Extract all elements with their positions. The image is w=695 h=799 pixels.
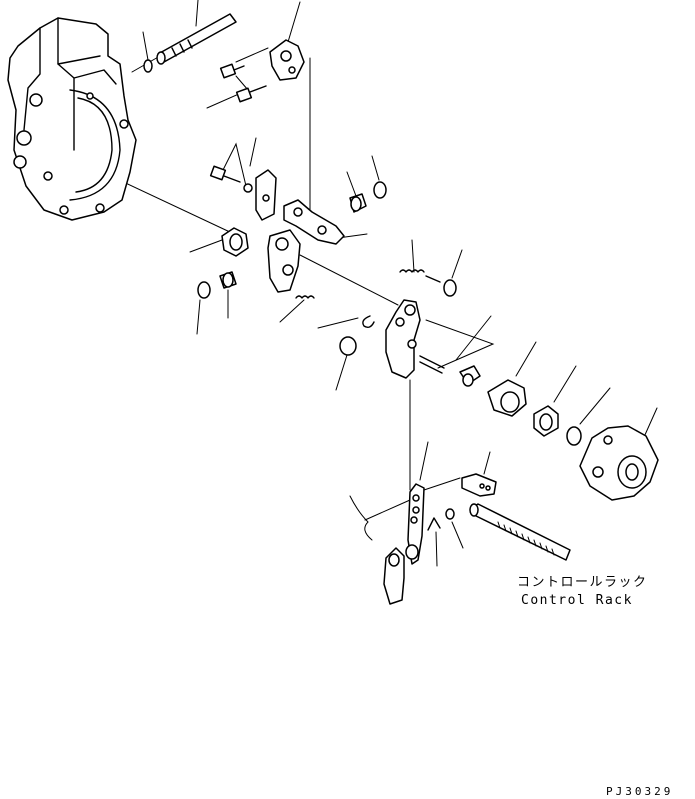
collar: [349, 193, 367, 213]
hex-nut: [533, 405, 559, 437]
pin: [419, 355, 445, 374]
bolt-upper: [219, 63, 245, 79]
washer-middle: [243, 183, 253, 193]
collar-lower-left: [219, 271, 237, 289]
washer: [373, 181, 387, 199]
top-bracket: [269, 39, 305, 81]
leader-lines: [142, 0, 658, 567]
spring-upper-right: [399, 269, 441, 283]
pivot-shaft: [156, 13, 237, 65]
drawing-code: PJ30329: [606, 785, 673, 798]
washer-center-left: [339, 336, 357, 356]
washer-right: [566, 426, 582, 446]
lever-arm: [283, 199, 345, 245]
control-rack-label-jp: コントロールラック: [517, 575, 648, 590]
link: [461, 473, 497, 497]
flyweight-holder: [579, 425, 659, 501]
washer-lower-left: [197, 281, 211, 299]
spring: [295, 295, 315, 299]
washer-small: [445, 508, 455, 520]
bolt-lower: [235, 85, 267, 103]
sleeve: [487, 379, 527, 417]
control-rack-label-en: Control Rack: [521, 593, 633, 608]
link-lever: [407, 483, 425, 565]
bolt-middle: [209, 165, 241, 183]
governor-housing: [7, 17, 137, 221]
spring-clip: [427, 517, 441, 531]
floating-lever: [385, 299, 421, 379]
snap-ring: [362, 315, 375, 329]
control-rack: [469, 503, 571, 561]
nut: [221, 227, 249, 257]
o-ring: [143, 59, 153, 73]
plate: [255, 169, 277, 221]
lower-lever: [383, 544, 419, 605]
stud: [459, 365, 481, 387]
washer-upper-right: [443, 279, 457, 297]
governor-lever: [267, 229, 301, 293]
